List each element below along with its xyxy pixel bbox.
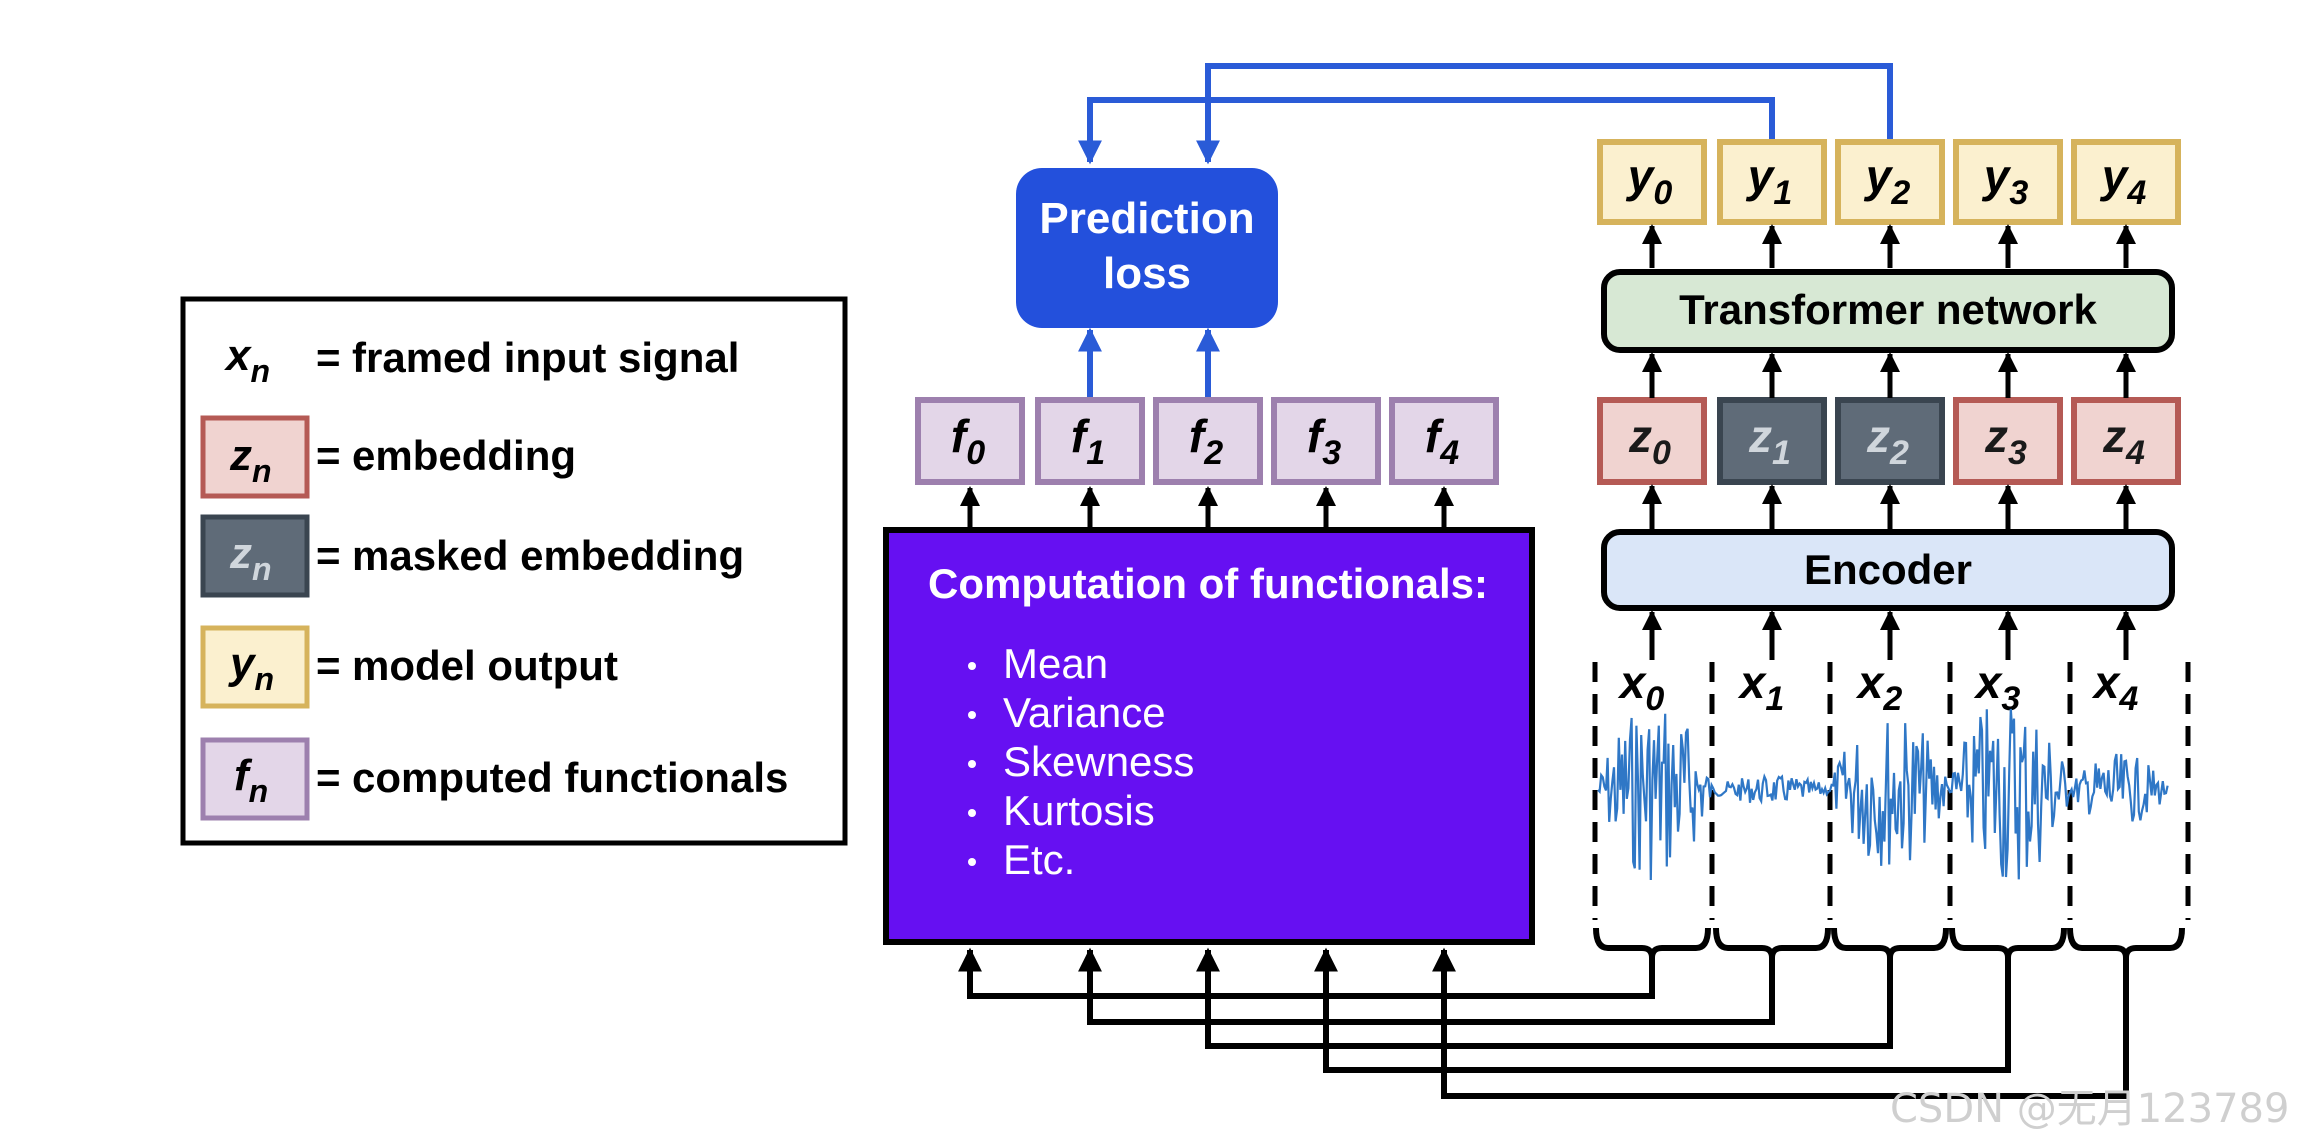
- output-box-0: [1597, 139, 1707, 225]
- transformer-label: Transformer network: [1679, 286, 2097, 333]
- legend-masked-swatch: [200, 514, 310, 598]
- functionals-title: Computation of functionals:: [928, 560, 1488, 607]
- functional-label-2: f2: [1189, 410, 1223, 472]
- frame-to-functional-arrow-1: [1078, 947, 1775, 1025]
- legend-y-symbol: yn: [228, 639, 274, 697]
- input-label-4: x4: [2091, 656, 2139, 718]
- frame-brace-0: [1593, 927, 1711, 959]
- frame-to-functional-arrow-0: [958, 947, 1655, 999]
- feedback-lines: [1078, 63, 1893, 400]
- prediction-loss-box: Prediction loss: [1016, 168, 1278, 328]
- functional-label-4: f4: [1425, 410, 1459, 472]
- frame-brace-1: [1713, 927, 1831, 959]
- output-label-3: y3: [1982, 150, 2029, 212]
- bullet-item-3: Kurtosis: [1003, 787, 1155, 834]
- functional-box-2: [1153, 397, 1263, 485]
- output-label-2: y2: [1864, 150, 1911, 212]
- encoder-label: Encoder: [1804, 546, 1972, 593]
- embedding-label-4: z4: [2102, 410, 2145, 472]
- output-box-3: [1953, 139, 2063, 225]
- legend-equals: =: [316, 334, 341, 381]
- feedback-y2-line: [1196, 63, 1893, 165]
- embedding-label-3: z3: [1984, 410, 2027, 472]
- functional-box-0: [915, 397, 1025, 485]
- prediction-loss-line1: Prediction: [1039, 194, 1254, 243]
- input-label-2: x2: [1855, 656, 1903, 718]
- input-label-0: x0: [1617, 656, 1665, 718]
- functional-box-4: [1389, 397, 1499, 485]
- outputs-row: y0 y1 y2 y3 y4: [1597, 139, 2181, 225]
- legend-z-masked-symbol: zn: [229, 529, 272, 587]
- masked-embedding-box-1: [1717, 397, 1827, 485]
- legend-f-symbol: fn: [234, 751, 268, 809]
- input-label-1: x1: [1737, 656, 1785, 718]
- functionals-row: f0 f1 f2 f3 f4: [915, 397, 1499, 485]
- bullet-dot: [968, 858, 976, 866]
- embedding-label-0: z0: [1628, 410, 1671, 472]
- functional-label-3: f3: [1307, 410, 1341, 472]
- embeddings-row: z0 z1 z2 z3 z4: [1597, 397, 2181, 485]
- legend-text-embedding: embedding: [352, 432, 576, 479]
- bullet-dot: [968, 809, 976, 817]
- output-box-4: [2071, 139, 2181, 225]
- bullet-item-1: Variance: [1003, 689, 1166, 736]
- output-label-1: y1: [1746, 150, 1793, 212]
- legend-equals: =: [316, 532, 341, 579]
- input-label-3: x3: [1973, 656, 2021, 718]
- input-frames: x0 x1 x2 x3 x4: [1592, 656, 2191, 920]
- frame-to-functional-arrow-4: [1432, 947, 2129, 1099]
- bullet-dot: [968, 760, 976, 768]
- embedding-box-0: [1597, 397, 1707, 485]
- embedding-label-1: z1: [1748, 410, 1791, 472]
- embedding-box-4: [2071, 397, 2181, 485]
- output-label-0: y0: [1626, 150, 1673, 212]
- legend-z-symbol: zn: [229, 431, 272, 489]
- legend-equals: =: [316, 432, 341, 479]
- layer-arrows: [960, 224, 2136, 660]
- legend-x-symbol: xn: [224, 331, 270, 389]
- frame-brace-4: [2067, 927, 2185, 959]
- bullet-item-4: Etc.: [1003, 836, 1075, 883]
- frame-to-functional-arrow-3: [1314, 947, 2011, 1073]
- bottom-connectors: [958, 927, 2185, 1099]
- functional-label-0: f0: [951, 410, 985, 472]
- feedback-y1-line: [1078, 97, 1775, 165]
- transformer-block: Transformer network: [1601, 269, 2175, 353]
- waveform: [1597, 708, 2169, 881]
- embedding-label-2: z2: [1866, 410, 1909, 472]
- bullet-dot: [968, 711, 976, 719]
- encoder-block: Encoder: [1601, 529, 2175, 611]
- watermark: CSDN @无月123789: [1890, 1086, 2289, 1132]
- functionals-computation-box: Computation of functionals: MeanVariance…: [883, 527, 1535, 945]
- output-label-4: y4: [2100, 150, 2147, 212]
- frame-brace-3: [1949, 927, 2067, 959]
- output-box-2: [1835, 139, 1945, 225]
- embedding-box-3: [1953, 397, 2063, 485]
- output-box-1: [1717, 139, 1827, 225]
- frame-to-functional-arrow-2: [1196, 947, 1893, 1049]
- legend-text-masked: masked embedding: [352, 532, 744, 579]
- bullet-dot: [968, 662, 976, 670]
- audio-waveform: [1597, 708, 2169, 881]
- functional-box-3: [1271, 397, 1381, 485]
- legend: xn = framed input signal zn = embedding …: [180, 296, 848, 846]
- legend-equals: =: [316, 754, 341, 801]
- frame-brace-2: [1831, 927, 1949, 959]
- prediction-loss-line2: loss: [1103, 249, 1191, 298]
- bullet-item-0: Mean: [1003, 640, 1108, 687]
- bullet-item-2: Skewness: [1003, 738, 1194, 785]
- masked-embedding-box-2: [1835, 397, 1945, 485]
- legend-equals: =: [316, 642, 341, 689]
- functional-box-1: [1035, 397, 1145, 485]
- legend-embedding-swatch: [200, 415, 310, 499]
- legend-text-framed-input: framed input signal: [352, 334, 739, 381]
- legend-functional-swatch: [200, 737, 310, 821]
- legend-text-output: model output: [352, 642, 618, 689]
- functional-label-1: f1: [1071, 410, 1105, 472]
- legend-output-swatch: [200, 625, 310, 709]
- legend-text-functionals: computed functionals: [352, 754, 788, 801]
